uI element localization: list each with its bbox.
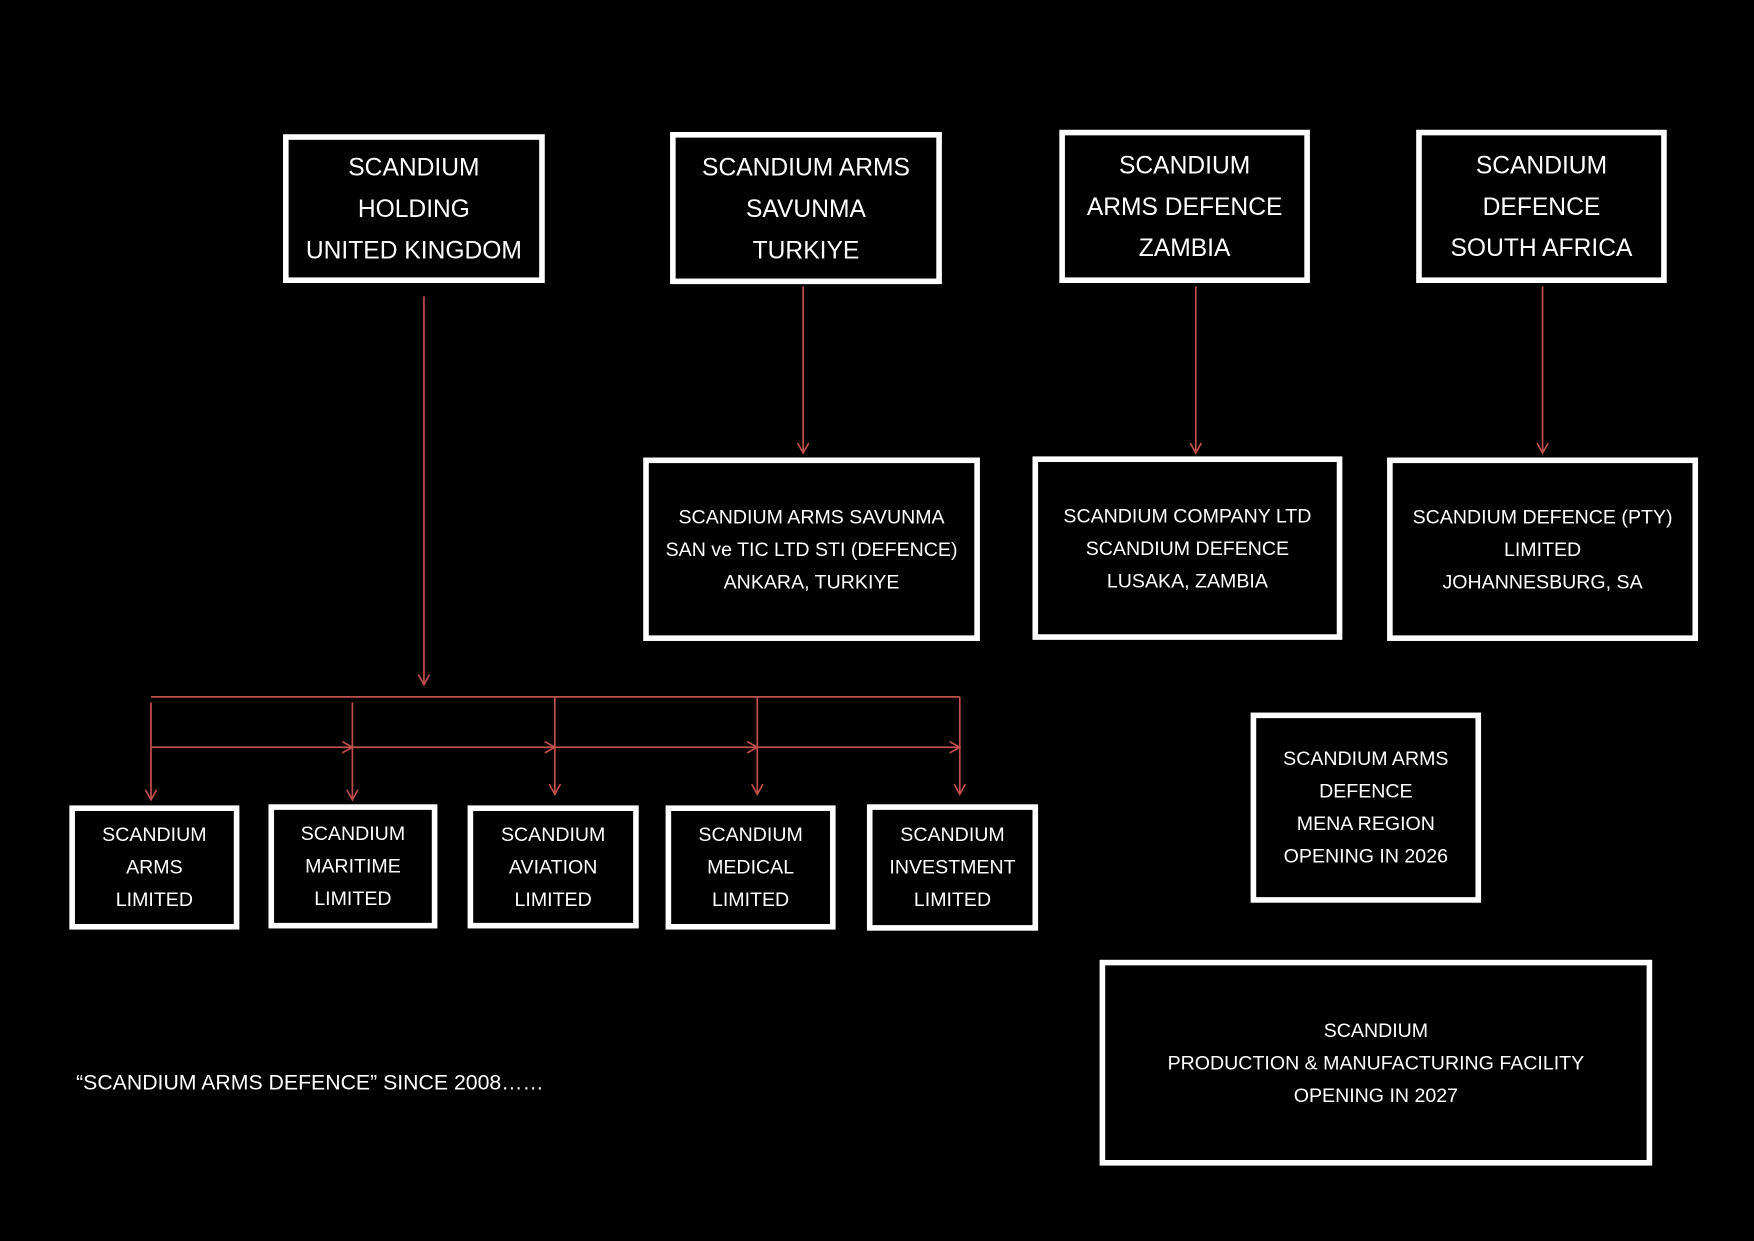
entity-turkiye: SCANDIUM ARMS SAVUNMA TURKIYE [670,131,942,285]
line: SCANDIUM ARMS [702,152,910,181]
line: ARMS [126,855,183,879]
line: ARMS DEFENCE [1086,192,1283,221]
line: JOHANNESBURG, SA [1442,569,1643,593]
line: AVIATION [508,855,598,878]
future-mena-region: SCANDIUM ARMS DEFENCE MENA REGION OPENIN… [1250,712,1482,903]
line: ANKARA, TURKIYE [723,569,900,593]
future-production-facility: SCANDIUM PRODUCTION & MANUFACTURING FACI… [1099,959,1653,1166]
line: SCANDIUM [1323,1018,1429,1041]
line: SCANDIUM COMPANY LTD [1063,503,1312,527]
line: DEFENCE [1482,192,1601,221]
division-investment: SCANDIUM INVESTMENT LIMITED [866,804,1039,931]
line: PRODUCTION & MANUFACTURING FACILITY [1167,1050,1585,1074]
line: MARITIME [305,854,401,877]
line: SOUTH AFRICA [1450,233,1633,262]
line: SCANDIUM DEFENCE [1085,536,1290,559]
line: SCANDIUM [900,823,1005,846]
entity-zambia: SCANDIUM ARMS DEFENCE ZAMBIA [1059,129,1310,284]
line: INVESTMENT [889,855,1016,879]
line: LUSAKA, ZAMBIA [1106,568,1268,592]
line: SAVUNMA [746,194,866,223]
entity-uk-holding: SCANDIUM HOLDING UNITED KINGDOM [283,134,545,284]
division-maritime: SCANDIUM MARITIME LIMITED [268,804,438,929]
line: HOLDING [357,194,470,223]
line: SCANDIUM DEFENCE (PTY) [1412,505,1673,528]
line: SCANDIUM [500,822,606,846]
line: LIMITED [711,888,790,911]
subsidiary-johannesburg: SCANDIUM DEFENCE (PTY) LIMITED JOHANNESB… [1387,457,1699,641]
line: DEFENCE [1319,779,1413,803]
line: LIMITED [115,888,193,911]
footer-tagline: “SCANDIUM ARMS DEFENCE” SINCE 2008…… [76,1071,544,1096]
line: SAN ve TIC LTD STI (DEFENCE) [665,537,958,560]
line: LIMITED [514,887,592,910]
line: LIMITED [314,887,392,910]
division-medical: SCANDIUM MEDICAL LIMITED [665,805,836,930]
division-aviation: SCANDIUM AVIATION LIMITED [467,805,639,929]
line: UNITED KINGDOM [305,236,522,264]
line: MENA REGION [1296,812,1435,835]
line: SCANDIUM [348,153,480,182]
line: ZAMBIA [1138,233,1231,262]
line: LIMITED [913,888,992,911]
entity-south-africa: SCANDIUM DEFENCE SOUTH AFRICA [1416,129,1667,284]
division-arms: SCANDIUM ARMS LIMITED [69,805,240,930]
line: SCANDIUM ARMS SAVUNMA [678,505,945,528]
line: MEDICAL [707,855,795,879]
subsidiary-ankara: SCANDIUM ARMS SAVUNMA SAN ve TIC LTD STI… [643,457,980,641]
line: SCANDIUM ARMS [1283,747,1449,770]
line: TURKIYE [752,235,860,264]
line: OPENING IN 2027 [1293,1083,1459,1106]
line: SCANDIUM [698,823,803,846]
line: SCANDIUM [102,823,207,846]
line: LIMITED [1503,537,1582,560]
line: SCANDIUM [1475,151,1608,179]
line: OPENING IN 2026 [1283,844,1448,867]
line: SCANDIUM [1118,151,1251,179]
line: SCANDIUM [300,822,406,845]
subsidiary-lusaka: SCANDIUM COMPANY LTD SCANDIUM DEFENCE LU… [1032,456,1343,640]
